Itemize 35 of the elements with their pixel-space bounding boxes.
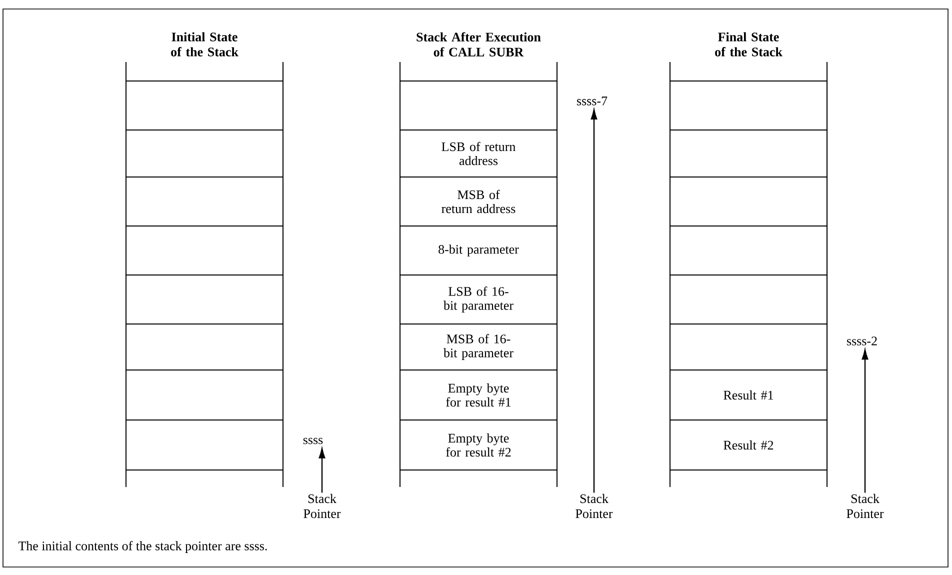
caption: The initial contents of the stack pointer are ssss.: [18, 541, 267, 553]
stack-cell: Empty byte for result #2: [400, 420, 558, 470]
stack-column: Initial State of the Stack: [126, 32, 284, 488]
pointer-label: ssss-7: [577, 96, 608, 106]
stack-cell: MSB of return address: [400, 176, 558, 226]
pointer-label: Stack Pointer: [576, 494, 613, 518]
empty-cell: [670, 324, 828, 370]
stack-cell: 8-bit parameter: [400, 226, 558, 276]
stack-cell: MSB of 16-bit parameter: [400, 324, 558, 370]
stack-cell: Result #1: [670, 370, 828, 420]
pointer-label: Stack Pointer: [846, 494, 884, 518]
stack-cell: Result #2: [670, 420, 828, 470]
stack-cell: LSB of 16-bit parameter: [400, 274, 558, 324]
pointer-label: ssss-2: [847, 336, 877, 346]
empty-cell: [126, 420, 284, 470]
arrow: [590, 109, 598, 493]
empty-cell: [126, 274, 284, 324]
empty-cell: [126, 324, 284, 370]
pointer-label: Stack Pointer: [304, 494, 341, 518]
pointer-label: ssss: [303, 438, 323, 444]
empty-cell: [126, 226, 284, 276]
empty-cell: [670, 80, 828, 130]
empty-cell: [670, 176, 828, 226]
empty-cell: [670, 226, 828, 276]
empty-cell: [670, 130, 828, 178]
empty-cell: [126, 370, 284, 420]
stack-cell: Empty byte for result #1: [400, 370, 558, 420]
arrow: [862, 349, 868, 493]
empty-cell: [400, 80, 558, 130]
empty-cell: [126, 80, 284, 130]
empty-cell: [670, 274, 828, 324]
empty-cell: [126, 130, 284, 178]
stack-cell: LSB of return address: [400, 130, 558, 178]
arrow: [318, 448, 326, 493]
empty-cell: [126, 176, 284, 226]
